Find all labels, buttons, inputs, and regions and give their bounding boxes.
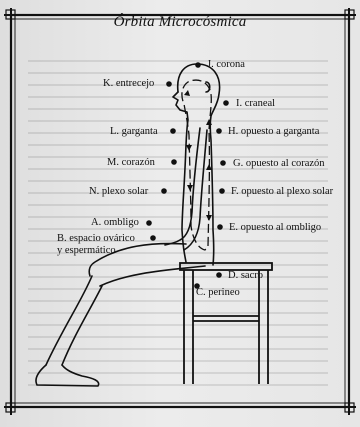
dot-opuesto-corazon	[220, 160, 226, 166]
dot-plexo-solar	[161, 188, 167, 194]
dot-espacio-ovarico	[150, 235, 156, 241]
dot-craneal	[223, 100, 229, 106]
dot-corazon	[171, 159, 177, 165]
dot-entrecejo	[166, 81, 172, 87]
dot-sacro	[216, 272, 222, 278]
dot-garganta	[170, 128, 176, 134]
dot-ombligo	[146, 220, 152, 226]
dot-opuesto-garganta	[216, 128, 222, 134]
dot-corona	[195, 62, 201, 68]
dot-perineo	[194, 283, 200, 289]
dot-opuesto-ombligo	[217, 224, 223, 230]
dot-opuesto-plexo-solar	[219, 188, 225, 194]
